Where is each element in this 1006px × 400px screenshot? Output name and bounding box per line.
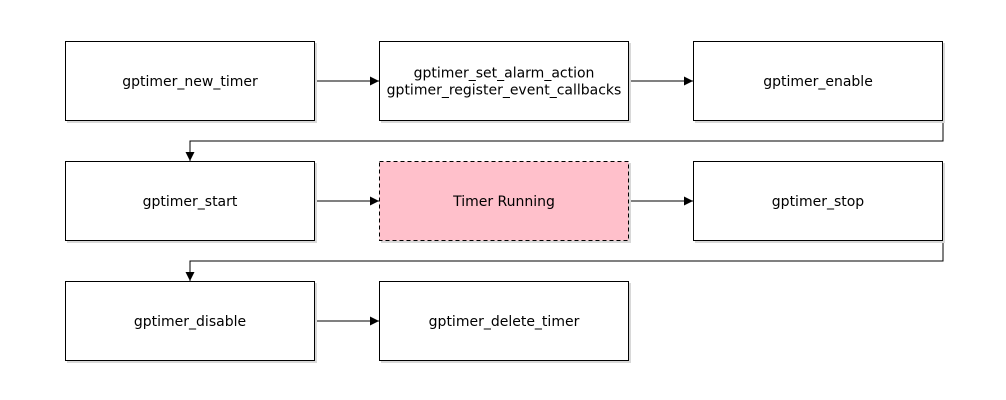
node-box xyxy=(379,41,629,121)
node-box xyxy=(379,161,629,241)
node-label: Timer Running xyxy=(452,194,555,210)
node-label: gptimer_register_event_callbacks xyxy=(387,83,622,99)
node-n2: gptimer_set_alarm_actiongptimer_register… xyxy=(379,41,631,123)
node-n8: gptimer_delete_timer xyxy=(379,281,631,363)
edge-arrow-n3-n4 xyxy=(185,121,944,161)
node-box xyxy=(65,41,315,121)
node-label: gptimer_stop xyxy=(772,194,865,210)
node-label: gptimer_set_alarm_action xyxy=(414,66,595,82)
node-box xyxy=(65,161,315,241)
edge-arrow-n6-n7 xyxy=(185,241,944,281)
node-label: gptimer_delete_timer xyxy=(429,314,580,330)
nodes-layer: gptimer_new_timer gptimer_set_alarm_actio… xyxy=(65,41,945,363)
node-n7: gptimer_disable xyxy=(65,281,317,363)
node-label: gptimer_disable xyxy=(134,314,246,330)
node-box xyxy=(693,161,943,241)
node-n5: Timer Running xyxy=(379,161,631,243)
node-label: gptimer_new_timer xyxy=(122,74,258,90)
node-n4: gptimer_start xyxy=(65,161,317,243)
node-n3: gptimer_enable xyxy=(693,41,945,123)
edges-layer xyxy=(185,76,944,326)
node-n1: gptimer_new_timer xyxy=(65,41,317,123)
node-box xyxy=(379,281,629,361)
node-box xyxy=(65,281,315,361)
node-label: gptimer_start xyxy=(143,194,238,210)
node-label: gptimer_enable xyxy=(763,74,873,90)
node-box xyxy=(693,41,943,121)
node-n6: gptimer_stop xyxy=(693,161,945,243)
